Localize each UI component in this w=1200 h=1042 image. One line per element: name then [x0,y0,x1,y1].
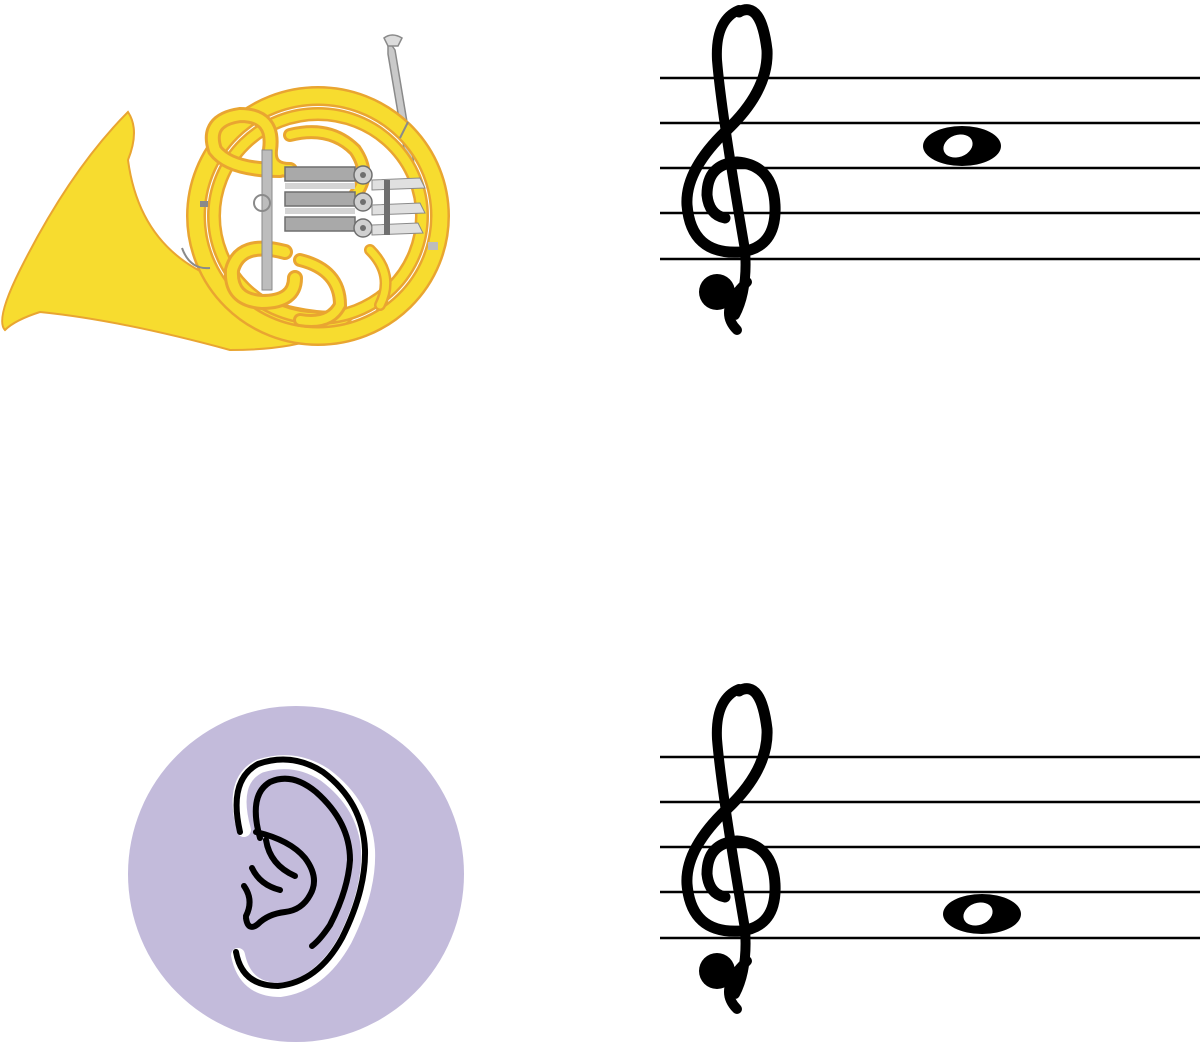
french-horn-icon [1,34,450,352]
french-horn-illustration [0,20,460,360]
ear-icon [231,755,376,997]
treble-clef-icon [681,4,781,335]
horn-valve-section [253,165,426,238]
whole-note-icon [943,894,1021,934]
music-staff-bottom [655,675,1200,1020]
staff-lines [660,755,1200,940]
treble-clef-icon [681,683,781,1014]
music-staff-top [655,0,1200,345]
staff-lines [660,76,1200,261]
whole-note-icon [923,126,1001,166]
ear-illustration [120,700,470,1042]
horn-bell [1,110,363,352]
